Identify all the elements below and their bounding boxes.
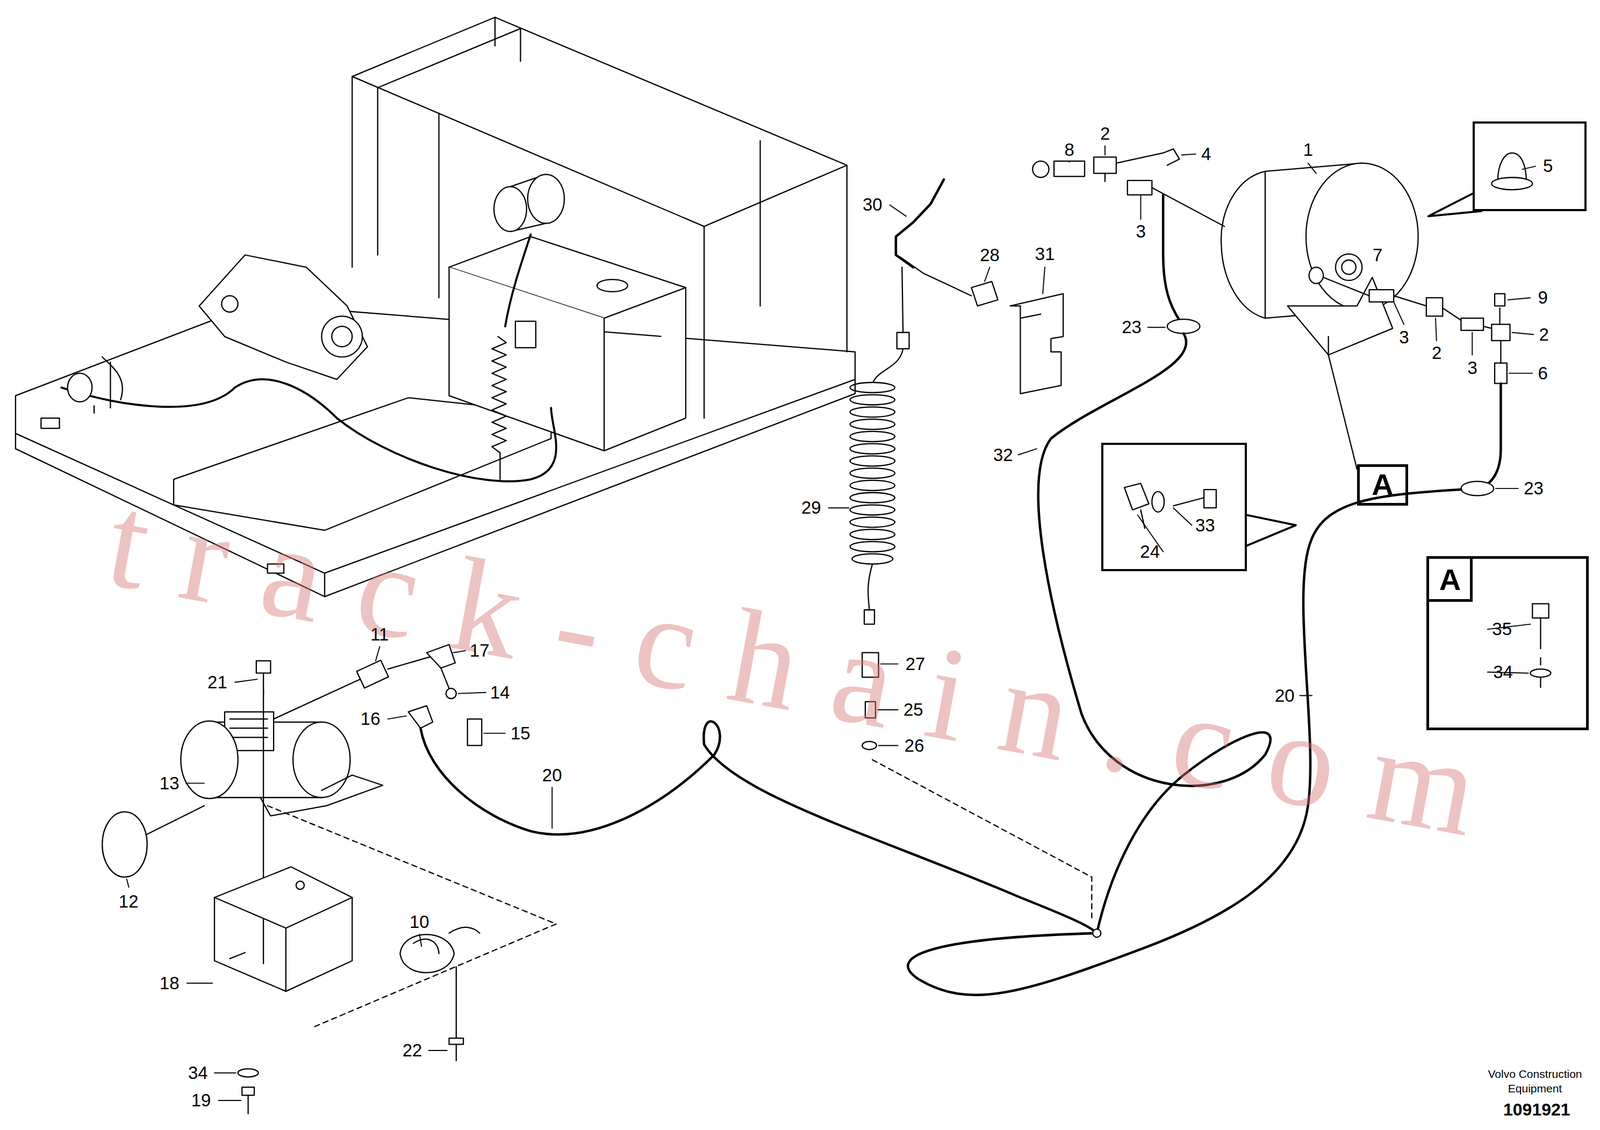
callout-number: 32 <box>993 445 1014 465</box>
callout-number: 20 <box>1274 686 1295 706</box>
callout-number: 31 <box>1035 244 1056 264</box>
callout-number: 11 <box>370 625 389 645</box>
view-tag: A <box>1357 464 1409 507</box>
view-letter: A <box>1371 468 1394 502</box>
callout-number: 13 <box>159 773 180 794</box>
callout-number: 34 <box>188 1063 208 1083</box>
callout-number: 14 <box>490 683 511 703</box>
callout-number: 30 <box>862 195 883 215</box>
callout-number: 3 <box>1398 327 1409 348</box>
air-gun-group <box>850 179 1093 918</box>
callout-number: 26 <box>904 736 925 756</box>
detail-sketches <box>1124 153 1551 688</box>
watermark: track-chain.com <box>97 465 1526 871</box>
callout-number: 18 <box>159 973 180 994</box>
brand-caption: Volvo Construction Equipment <box>1473 1067 1597 1096</box>
callout-number: 22 <box>402 1041 423 1061</box>
callout-number: 17 <box>469 641 490 661</box>
view-tag: A <box>1426 556 1473 602</box>
callout-number: 29 <box>801 498 822 518</box>
callout-number: 1 <box>1303 140 1313 160</box>
callout-number: 9 <box>1537 288 1548 308</box>
callout-number: 6 <box>1537 363 1548 384</box>
callout-number: 12 <box>118 892 139 912</box>
callout-number: 33 <box>1195 515 1216 536</box>
callout-number: 34 <box>1493 662 1513 683</box>
callout-number: 25 <box>903 700 924 720</box>
callout-number: 8 <box>1064 140 1075 160</box>
callout-number: 28 <box>979 245 1000 265</box>
callout-number: 19 <box>191 1091 212 1111</box>
callout-number: 4 <box>1201 144 1211 164</box>
callout-number: 2 <box>1538 325 1549 345</box>
callout-number: 27 <box>905 654 926 674</box>
callout-number: 5 <box>1543 156 1553 176</box>
callout-number: 35 <box>1491 619 1512 640</box>
callout-number: 3 <box>1135 221 1146 242</box>
callout-number: 3 <box>1467 358 1477 378</box>
callout-number: 21 <box>207 672 228 693</box>
drawing-number: 1091921 <box>1503 1100 1571 1120</box>
callout-number: 23 <box>1523 478 1544 499</box>
view-letter: A <box>1439 563 1461 597</box>
detail-callout-box: 24 33 <box>1101 442 1247 572</box>
callout-number: 2 <box>1431 343 1442 363</box>
detail-callout-box: 5 <box>1472 121 1588 212</box>
callout-number: 2 <box>1100 124 1110 144</box>
callout-number: 23 <box>1121 317 1142 337</box>
callout-number: 16 <box>360 709 381 729</box>
callout-number: 20 <box>542 765 563 786</box>
callout-number: 15 <box>510 723 531 744</box>
callout-number: 24 <box>1139 542 1160 562</box>
callout-number: 10 <box>409 912 430 932</box>
air-tank-group <box>907 148 1510 996</box>
callout-number: 7 <box>1372 245 1383 265</box>
detail-view-box: 35 34 A <box>1426 556 1589 731</box>
